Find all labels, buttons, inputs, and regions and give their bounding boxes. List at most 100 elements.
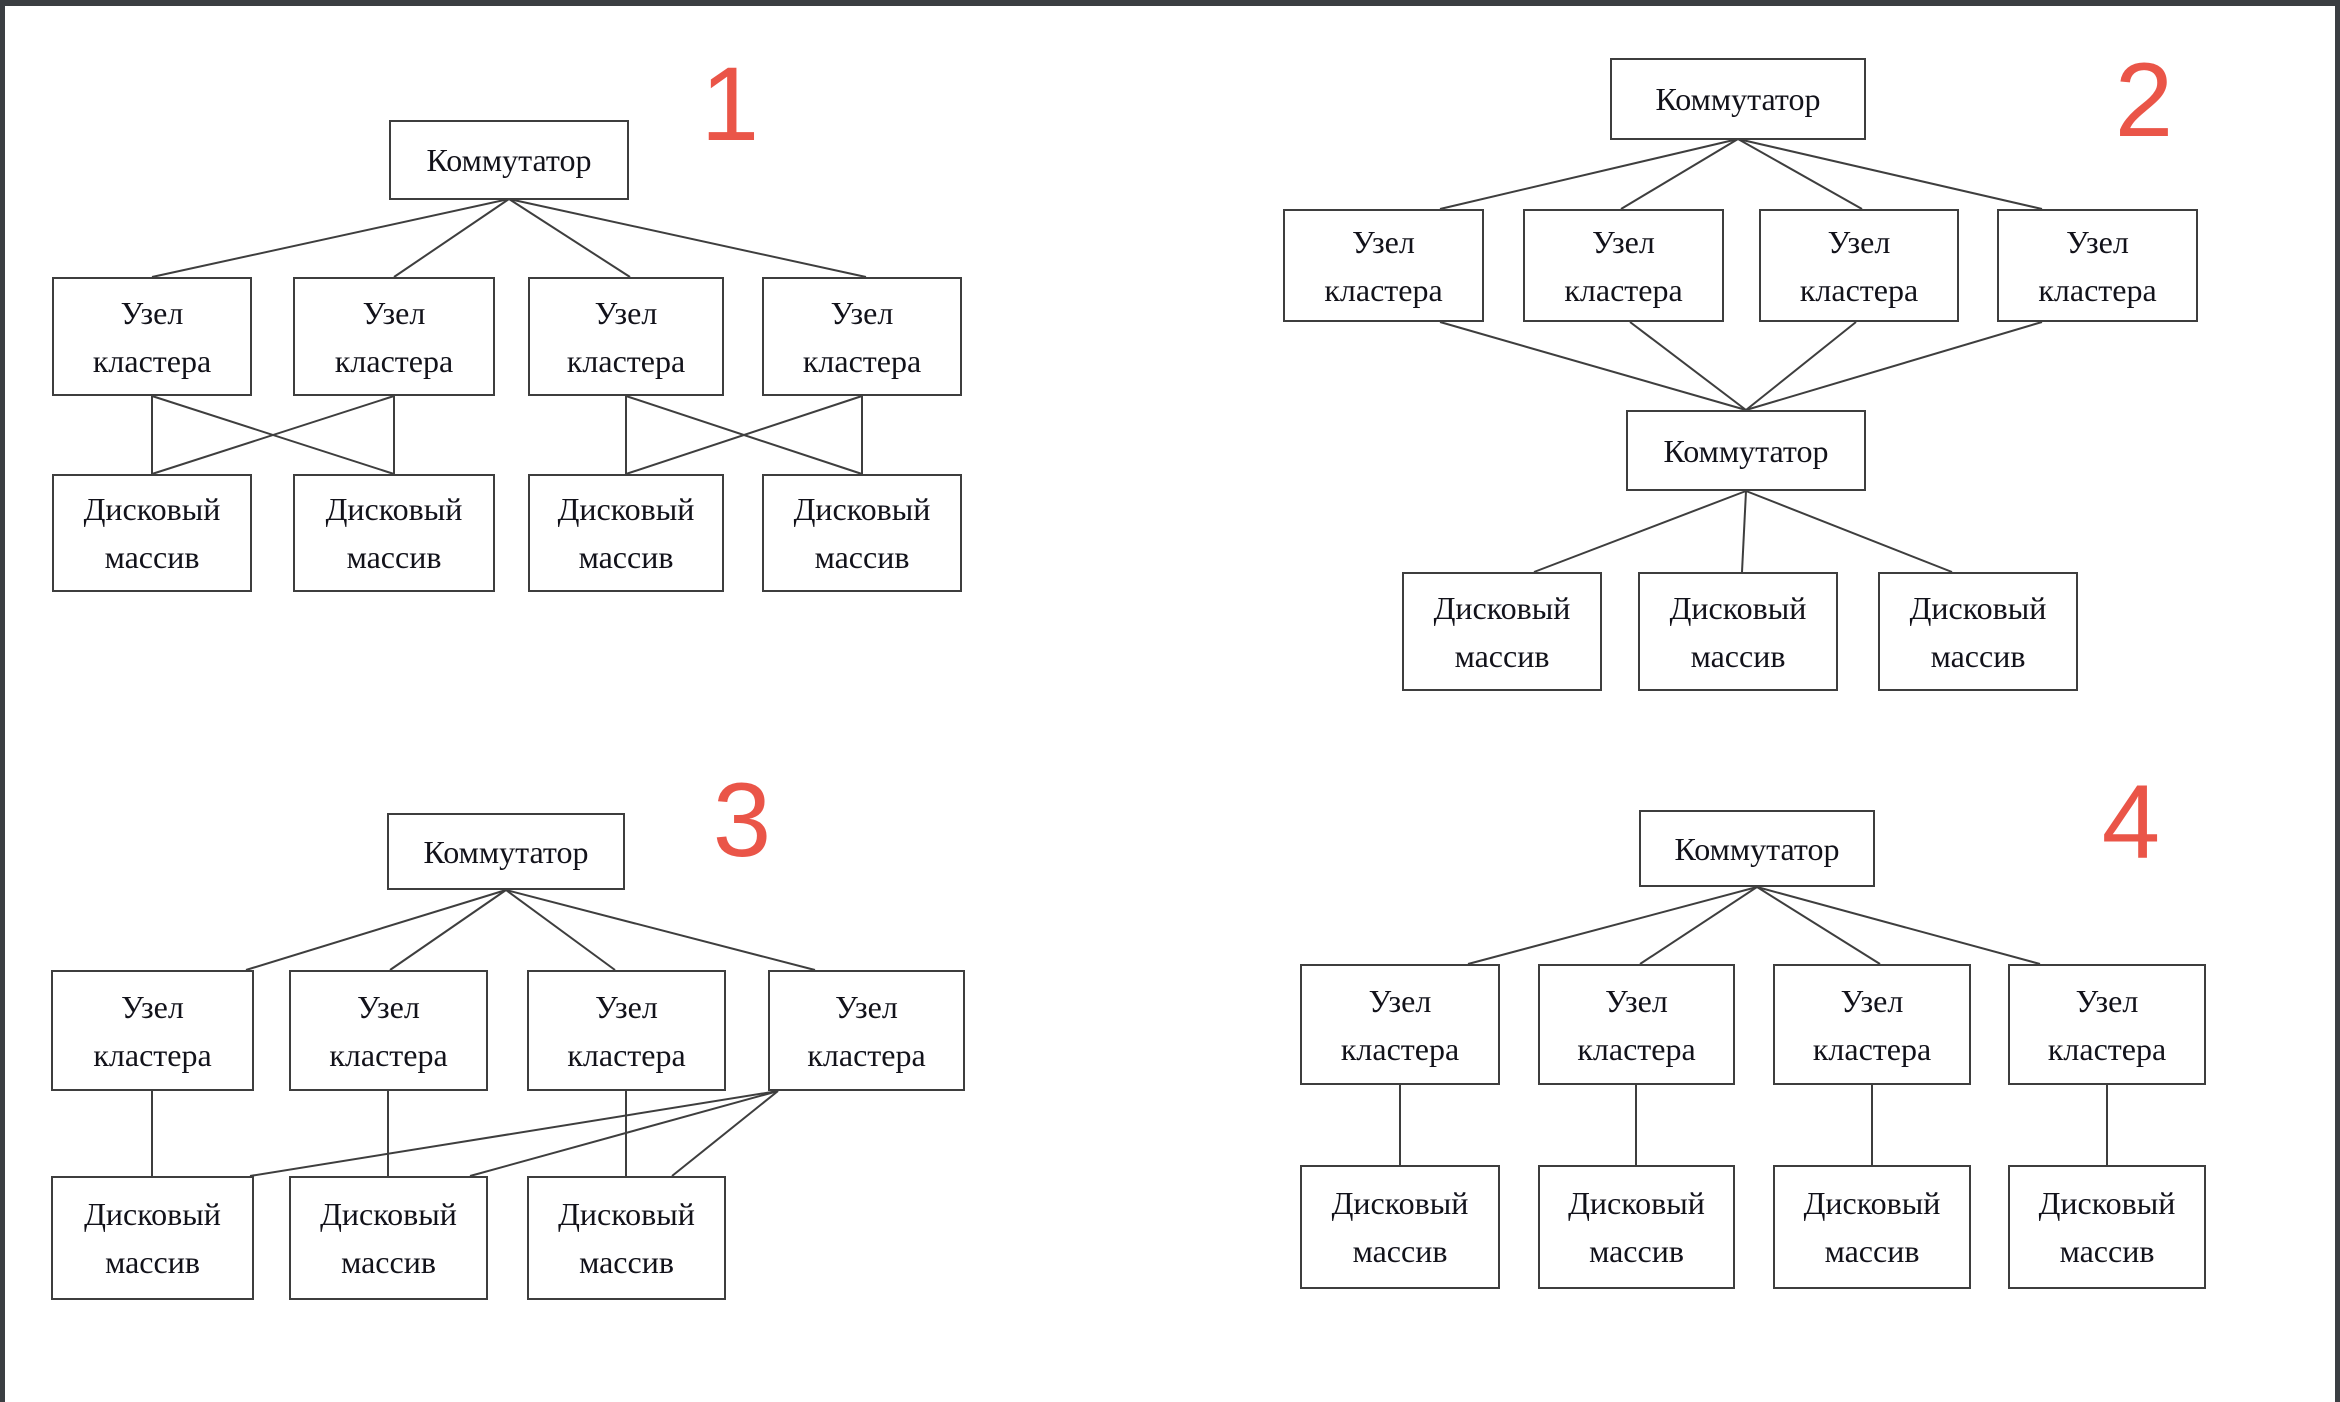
d4-cluster-node-box-4: Узел кластера [2008,964,2206,1085]
node-label-line2: кластера [1577,1030,1696,1067]
disk-label-line2: массив [1690,637,1786,674]
d1-switch-label: Коммутатор [426,142,592,178]
node-label-line2: кластера [2047,1030,2167,1067]
d1-cluster-node-box-3: Узел кластера [528,277,724,396]
d4-disk-array-box-2: Дисковый массив [1538,1165,1735,1289]
node-label-line2: кластера [329,1036,448,1073]
d2-cluster-node-box-1: Узел кластера [1283,209,1484,322]
d4-cluster-node-box-1: Узел кластера [1300,964,1500,1085]
d2-switch-bottom-label: Коммутатор [1663,432,1829,469]
d4-disk-array-box-4: Дисковый массив [2008,1165,2206,1289]
disk-label-line1: Дисковый [793,491,931,527]
d3-line-node4-disk2 [469,1090,779,1177]
disk-label-line2: массив [341,1244,436,1280]
d1-disk-array-box-2: Дисковый массив [293,474,495,592]
d3-disk-array-box-2: Дисковый массив [289,1176,488,1300]
d4-line-switch-node4 [1756,886,2041,965]
d1-disk-array-box-3: Дисковый массив [528,474,724,592]
node-label-line2: кластера [802,342,922,379]
d1-line-switch-node2 [393,198,510,278]
node-label-line1: Узел [1605,982,1668,1019]
disk-label-line1: Дисковый [1433,589,1571,626]
d4-cluster-node-box-3: Узел кластера [1773,964,1971,1085]
d2-line-switch1-node2 [1620,138,1739,210]
d3-cluster-node-box-3: Узел кластера [527,970,726,1091]
disk-label-line1: Дисковый [325,491,463,527]
d3-line-switch-node4 [505,889,816,971]
d4-switch-label: Коммутатор [1674,830,1840,867]
d3-disk-array-box-3: Дисковый массив [527,1176,726,1300]
disk-label-line2: массив [1454,637,1550,674]
d2-cluster-node-box-2: Узел кластера [1523,209,1724,322]
d3-line-switch-node2 [389,889,507,971]
disk-label-line1: Дисковый [1803,1185,1941,1221]
node-label-line1: Узел [1840,982,1904,1019]
disk-label-line2: массив [814,539,910,575]
d2-line-node4-switch2 [1745,321,2043,411]
d1-line-node2-disk1 [151,395,395,475]
d4-line-switch-node1 [1467,886,1758,965]
d2-cluster-node-box-3: Узел кластера [1759,209,1959,322]
d2-line-node1-switch2 [1439,321,1747,411]
d1-line-node4-disk3 [625,395,863,475]
d1-line-switch-node4 [508,198,867,278]
d4-disk-array-box-3: Дисковый массив [1773,1165,1971,1289]
d2-disk-array-box-3: Дисковый массив [1878,572,2078,691]
node-label-line2: кластера [2038,271,2157,308]
node-label-line1: Узел [2066,223,2129,260]
d3-line-switch-node1 [245,889,507,971]
node-label-line1: Узел [1352,223,1415,260]
d2-line-switch1-node1 [1439,138,1739,210]
d4-line-switch-node2 [1639,886,1758,965]
disk-label-line2: массив [579,1244,674,1280]
disk-label-line2: массив [578,539,674,575]
disk-label-line1: Дисковый [1331,1185,1469,1221]
frame-border-top [0,0,2340,6]
node-label-line1: Узел [830,294,894,331]
disk-label-line1: Дисковый [1568,1185,1705,1221]
d2-cluster-node-box-4: Узел кластера [1997,209,2198,322]
diagram-3-number: 3 [712,762,772,879]
node-label-line1: Узел [1368,982,1432,1019]
d3-line-switch-node3 [505,889,616,971]
disk-label-line2: массив [1589,1233,1684,1269]
d3-switch-label: Коммутатор [423,833,589,870]
d3-disk-array-box-1: Дисковый массив [51,1176,254,1300]
disk-label-line1: Дисковый [1909,589,2047,626]
disk-label-line2: массив [105,1244,200,1280]
d2-line-switch1-node4 [1737,138,2043,210]
d2-line-switch1-node3 [1737,138,1863,210]
d2-line-node3-switch2 [1745,321,1857,411]
node-label-line2: кластера [1340,1030,1460,1067]
node-label-line1: Узел [594,294,658,331]
d1-line-switch-node1 [151,198,510,278]
d1-switch-box: Коммутатор [389,120,629,200]
d2-switch-top-box: Коммутатор [1610,58,1866,140]
node-label-line1: Узел [2075,982,2139,1019]
node-label-line1: Узел [120,294,184,331]
d4-disk-array-box-1: Дисковый массив [1300,1165,1500,1289]
node-label-line2: кластера [567,1036,686,1073]
disk-label-line2: массив [2059,1233,2155,1269]
d3-line-node4-disk3 [671,1090,779,1177]
d4-line-switch-node3 [1756,886,1881,965]
node-label-line1: Узел [357,988,420,1025]
d2-line-switch2-disk3 [1745,490,1953,573]
disk-label-line1: Дисковый [84,1196,221,1232]
d4-switch-box: Коммутатор [1639,810,1875,887]
d2-disk-array-box-1: Дисковый массив [1402,572,1602,691]
node-label-line1: Узел [1592,223,1655,260]
d3-cluster-node-box-1: Узел кластера [51,970,254,1091]
frame-border-right [2335,0,2340,1402]
node-label-line2: кластера [1799,271,1919,308]
disk-label-line1: Дисковый [83,491,221,527]
node-label-line2: кластера [1564,271,1683,308]
d4-cluster-node-box-2: Узел кластера [1538,964,1735,1085]
d3-cluster-node-box-4: Узел кластера [768,970,965,1091]
disk-label-line2: массив [104,539,200,575]
disk-label-line1: Дисковый [1669,589,1807,626]
node-label-line1: Узел [1827,223,1891,260]
node-label-line2: кластера [807,1036,926,1073]
